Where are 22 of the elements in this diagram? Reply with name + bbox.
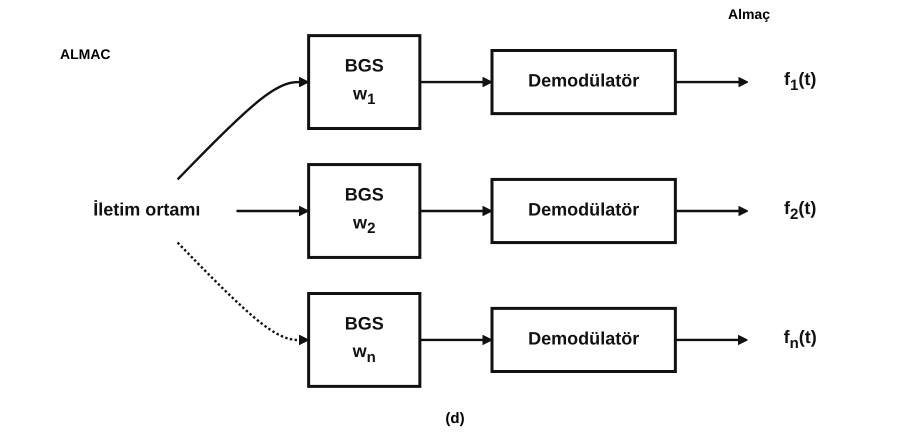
arrow — [675, 206, 748, 216]
node-text: f$_{1}$(t) — [784, 70, 816, 94]
caption: (d) — [445, 410, 465, 427]
arrow — [675, 334, 748, 346]
arrow — [420, 206, 492, 216]
arrow — [420, 76, 492, 88]
arrow — [176, 76, 310, 180]
note-text: Almaç — [728, 6, 770, 22]
node-box — [490, 306, 677, 373]
arrow — [236, 206, 310, 216]
node-text: İletim ortamı — [93, 200, 200, 220]
node-box — [490, 178, 677, 244]
arrow — [675, 76, 748, 88]
node-box — [307, 163, 422, 259]
arrow — [420, 334, 492, 346]
node-box — [307, 34, 422, 130]
node-box — [490, 49, 677, 116]
node-text: f$_{2}$(t) — [784, 198, 816, 223]
arrow — [176, 242, 310, 346]
note-text: ALMAC — [60, 46, 111, 62]
node-box — [307, 292, 422, 388]
node-text: f$_{n}$(t) — [784, 327, 817, 352]
